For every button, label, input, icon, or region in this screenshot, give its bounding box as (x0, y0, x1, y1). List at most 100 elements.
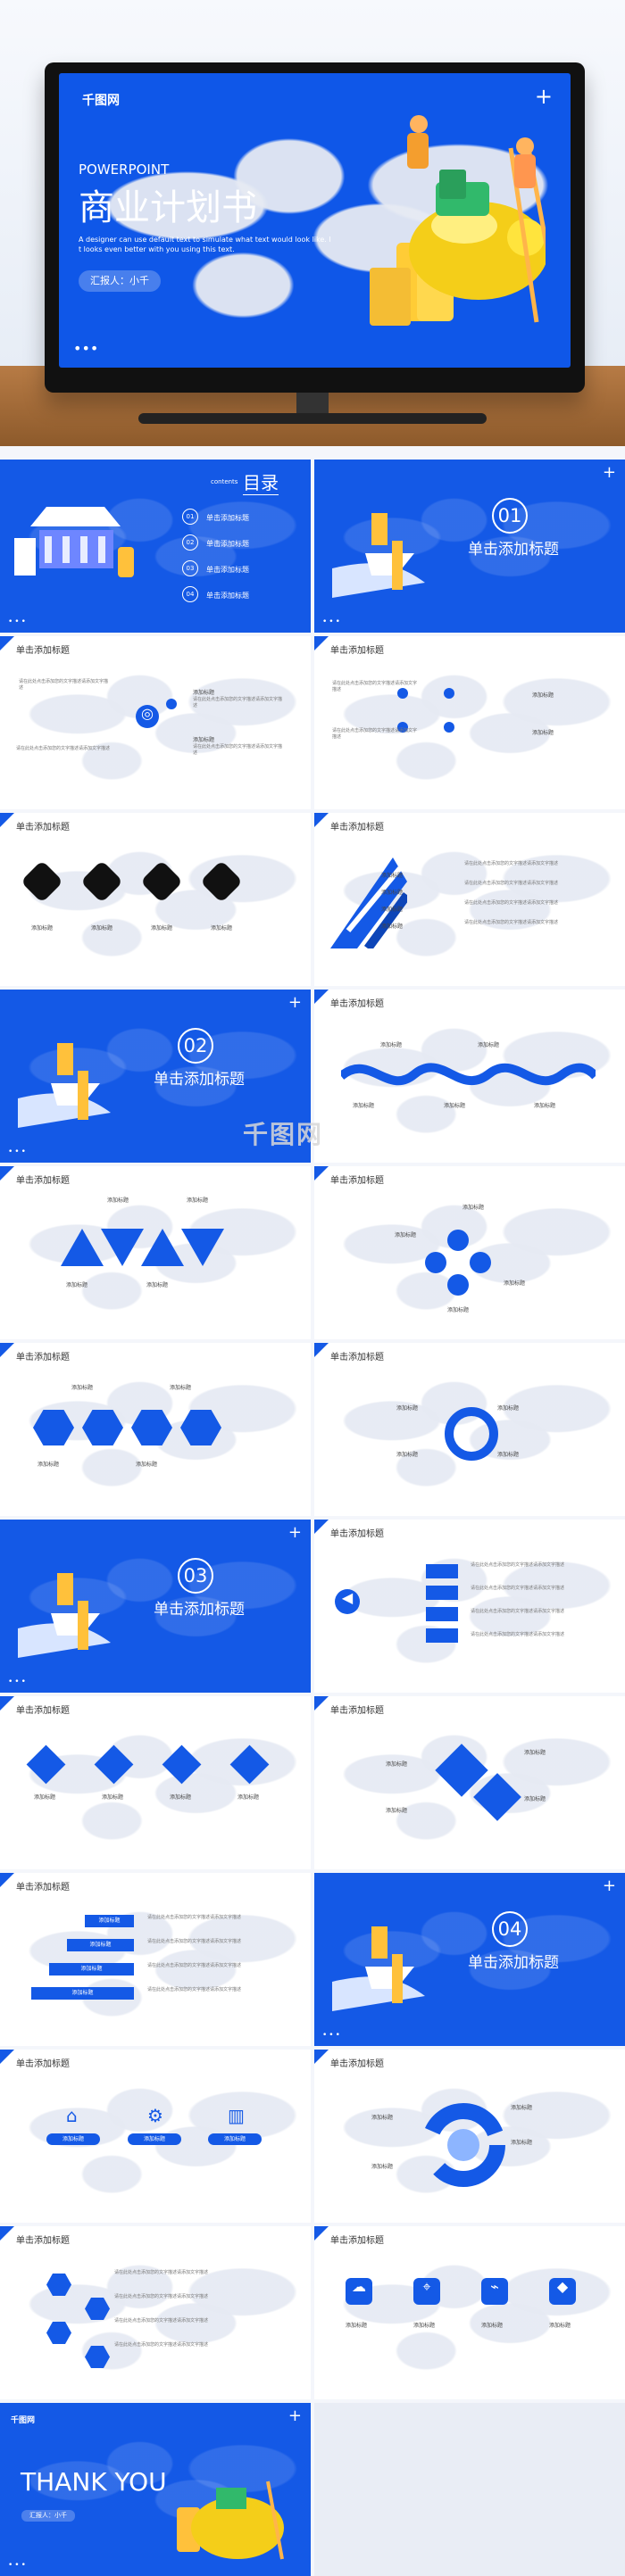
hex-list-slide[interactable]: 单击添加标题 请在此处点击添加您的文字描述请添加文字描述请在此处点击添加您的文字… (0, 2226, 311, 2399)
watermark: 千图网 (243, 1120, 324, 1149)
hex-list-text-2: 请在此处点击添加您的文字描述请添加文字描述 (114, 2294, 209, 2299)
stair-bar-1: 添加标题 (85, 1915, 134, 1927)
quad-circle-slide[interactable]: 单击添加标题 添加标题添加标题添加标题添加标题 (314, 1166, 625, 1339)
home-icon: ⌂ (66, 2105, 78, 2126)
triangle-label-2: 添加标题 (187, 1197, 209, 1204)
triangle-label-3: 添加标题 (66, 1282, 88, 1288)
blue-diamonds-slide[interactable]: 单击添加标题 添加标题添加标题添加标题添加标题 (0, 1696, 311, 1869)
megaphone-text-4: 请在此处点击添加您的文字描述请添加文字描述 (471, 1632, 565, 1637)
bank-icon (14, 507, 134, 577)
slide-dots: ••• (322, 2031, 342, 2040)
diamond-label-3: 添加标题 (151, 925, 173, 932)
section-title: 单击添加标题 (468, 1954, 559, 1972)
hex-marker (85, 2298, 110, 2320)
slide-title: 单击添加标题 (330, 2236, 384, 2246)
title-corner (0, 813, 14, 827)
slide-title: 单击添加标题 (16, 1353, 70, 1363)
title-corner (314, 1166, 329, 1180)
title-corner (314, 990, 329, 1004)
world-map (314, 1166, 625, 1339)
title-corner (0, 1873, 14, 1887)
plus-icon: + (288, 993, 302, 1012)
node-dot (397, 722, 408, 733)
map-network-slide[interactable]: 单击添加标题 请在此处点击添加您的文字描述请添加文字描述 请在此处点击添加您的文… (314, 636, 625, 809)
wave-label-1: 添加标题 (380, 1042, 403, 1048)
rounded-label-3: 添加标题 (481, 2323, 504, 2329)
hex-list-text-4: 请在此处点击添加您的文字描述请添加文字描述 (114, 2342, 209, 2348)
hex-list-text-3: 请在此处点击添加您的文字描述请添加文字描述 (114, 2318, 209, 2323)
cover-title: 商业计划书 (79, 187, 257, 228)
ring-slide[interactable]: 单击添加标题 添加标题添加标题添加标题添加标题 (314, 1343, 625, 1516)
thank-you-slide[interactable]: + 千图网 THANK YOU 汇报人：小千 ••• (0, 2403, 311, 2576)
toc-number-4: 04 (182, 586, 198, 602)
hex-marker (46, 2274, 71, 2296)
section-01-slide[interactable]: + 01 单击添加标题 ••• (314, 460, 625, 633)
blue-diamond-label-3: 添加标题 (170, 1794, 192, 1801)
cover-subtitle-2: t looks even better with you using this … (79, 245, 235, 253)
funnel-slide[interactable]: 单击添加标题 添加标题添加标题添加标题添加标题 请在此处点击添加您的文字描述请添… (314, 813, 625, 986)
three-icons-slide[interactable]: 单击添加标题 ⌂⚙▥ 添加标题添加标题添加标题 (0, 2050, 311, 2223)
arrow-label-box (426, 1564, 458, 1578)
title-corner (314, 2050, 329, 2064)
plus-icon: + (534, 84, 553, 109)
triangle-shape (61, 1229, 104, 1266)
title-corner (314, 636, 329, 650)
section-title: 单击添加标题 (468, 541, 559, 559)
center-diamonds-slide[interactable]: 单击添加标题 添加标题添加标题添加标题添加标题 (314, 1696, 625, 1869)
hand-coins-icon (18, 1573, 111, 1658)
megaphone-slide[interactable]: 单击添加标题 ◀ 请在此处点击添加您的文字描述请添加文字描述请在此处点击添加您的… (314, 1520, 625, 1693)
diamond-icons-slide[interactable]: 单击添加标题 添加标题添加标题添加标题添加标题 (0, 813, 311, 986)
triangles-slide[interactable]: 单击添加标题 添加标题添加标题添加标题添加标题 (0, 1166, 311, 1339)
plus-icon: + (288, 2406, 302, 2425)
toc-item-1: 单击添加标题 (206, 514, 249, 522)
slide-title: 单击添加标题 (330, 1706, 384, 1716)
stair-text-3: 请在此处点击添加您的文字描述请添加文字描述 (147, 1963, 242, 1968)
hero-scene: 千图网 + POWERPOINT 商业计划书 A designer can us… (0, 0, 625, 446)
stair-bars-slide[interactable]: 单击添加标题 添加标题添加标题添加标题添加标题 请在此处点击添加您的文字描述请添… (0, 1873, 311, 2046)
title-corner (0, 2050, 14, 2064)
icon-label-3: 添加标题 (208, 2133, 262, 2145)
blue-diamond-label-1: 添加标题 (34, 1794, 56, 1801)
quad-label-1: 添加标题 (462, 1205, 485, 1211)
diamond-label-4: 添加标题 (211, 925, 233, 932)
stair-text-1: 请在此处点击添加您的文字描述请添加文字描述 (147, 1915, 242, 1920)
section-number: 03 (178, 1558, 213, 1594)
rounded-icons-slide[interactable]: 单击添加标题 ☁⌖⌁◆ 添加标题添加标题添加标题添加标题 (314, 2226, 625, 2399)
slide-dots: ••• (8, 1147, 28, 1156)
section-title: 单击添加标题 (154, 1601, 245, 1619)
bar-chart-icon: ▥ (228, 2105, 245, 2126)
slide-title: 单击添加标题 (16, 2236, 70, 2246)
donut-label-2: 添加标题 (511, 2105, 533, 2111)
hand-coins-icon (18, 1043, 111, 1128)
center-diamond-label-4: 添加标题 (386, 1808, 408, 1814)
powerpoint-label: POWERPOINT (79, 162, 170, 178)
toc-item-2: 单击添加标题 (206, 540, 249, 548)
ring-label-4: 添加标题 (497, 1452, 520, 1458)
title-corner (314, 2226, 329, 2241)
toc-item-4: 单击添加标题 (206, 592, 249, 600)
toc-number-3: 03 (182, 560, 198, 576)
plus-icon: + (288, 1523, 302, 1542)
blue-diamond-label-4: 添加标题 (238, 1794, 260, 1801)
hex-label-2: 添加标题 (170, 1385, 192, 1391)
quad-label-2: 添加标题 (395, 1232, 417, 1238)
logo: 千图网 (82, 94, 120, 108)
wave-steps-slide[interactable]: 单击添加标题 添加标题添加标题添加标题添加标题添加标题 (314, 990, 625, 1163)
node-dot (444, 722, 454, 733)
thank-you-title: THANK YOU (21, 2467, 167, 2497)
section-number: 04 (492, 1911, 528, 1947)
title-corner (0, 2226, 14, 2241)
title-corner (0, 636, 14, 650)
donut-label-1: 添加标题 (371, 2115, 394, 2121)
wave-label-4: 添加标题 (444, 1103, 466, 1109)
world-map (314, 2226, 625, 2399)
toc-slide[interactable]: contents 目录 01 单击添加标题 02 单击添加标题 03 单击添加标… (0, 460, 311, 633)
hexagon-slide[interactable]: 单击添加标题 添加标题添加标题添加标题添加标题 (0, 1343, 311, 1516)
logo: 千图网 (11, 2416, 36, 2425)
donut-segment-slide[interactable]: 单击添加标题 添加标题添加标题添加标题添加标题 (314, 2050, 625, 2223)
map-hub-slide[interactable]: 单击添加标题 ◎ 请在此处点击添加您的文字描述请添加文字描述 请在此处点击添加您… (0, 636, 311, 809)
toc-item-3: 单击添加标题 (206, 566, 249, 574)
